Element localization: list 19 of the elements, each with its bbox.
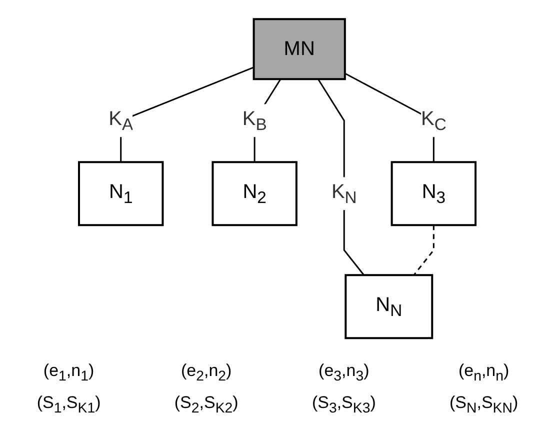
node-box: N$_{3}$ [391, 161, 477, 226]
node-annotation: (e$_{n}$,n$_{n}$) [458, 361, 510, 385]
edge-label: K$_{B}$ [242, 108, 268, 134]
connector [414, 225, 435, 276]
edge-label: K$_{A}$ [108, 108, 134, 134]
node-annotation: (S$_{2}$,S$_{K2}$) [174, 392, 238, 416]
edge-label: K$_{C}$ [421, 108, 447, 134]
node-annotation: (e$_{2}$,n$_{2}$) [180, 361, 232, 385]
node-box: N$_{N}$ [344, 274, 434, 340]
edge-label: K$_{N}$ [332, 181, 358, 208]
node-annotation: (e$_{3}$,n$_{3}$) [318, 361, 370, 385]
node-annotation: (e$_{1}$,n$_{1}$) [43, 361, 94, 385]
connector [318, 78, 365, 276]
node-annotation: (S$_{1}$,S$_{K1}$) [36, 392, 101, 416]
node-box: N$_{1}$ [78, 161, 164, 226]
node-annotation: (S$_{3}$,S$_{K3}$) [312, 392, 376, 416]
node-box: N$_{2}$ [212, 161, 298, 226]
node-annotation: (S$_{N}$,S$_{KN}$) [450, 392, 518, 416]
node-box: MN [253, 18, 346, 80]
